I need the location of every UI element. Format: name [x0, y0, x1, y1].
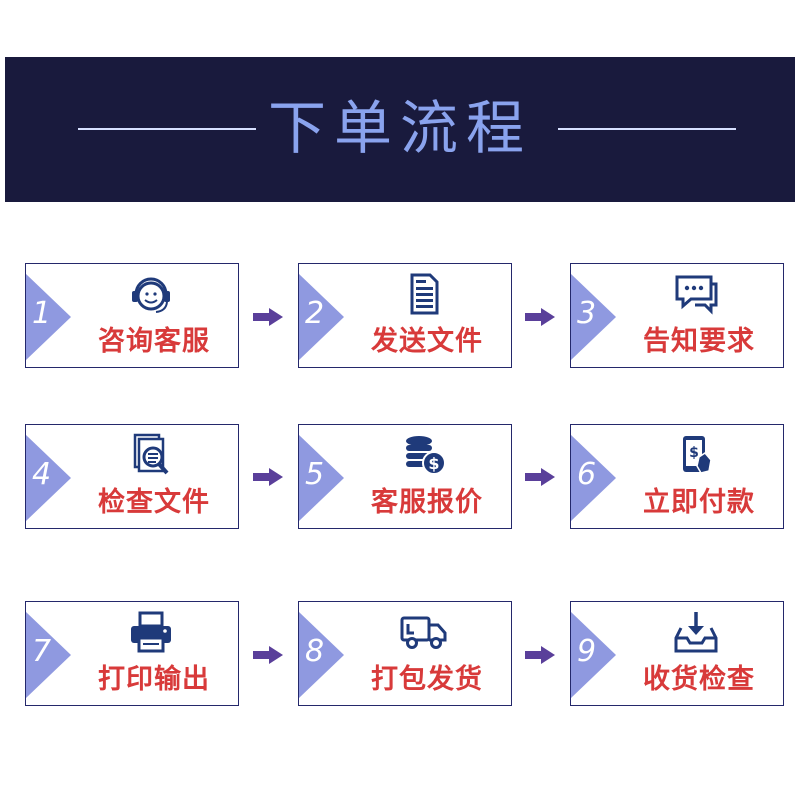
step-number: 4: [32, 457, 52, 492]
arrow-right-icon: [253, 646, 283, 664]
step-card-2: 2 发送文件: [298, 263, 512, 368]
step-number-badge: [571, 435, 616, 521]
printer-icon: [131, 611, 171, 653]
step-label: 检查文件: [98, 487, 210, 518]
step-number-badge: [299, 612, 344, 698]
arrow-right-icon: [253, 468, 283, 486]
step-card-1: 1 咨询客服: [25, 263, 239, 368]
arrow-right-icon: [525, 468, 555, 486]
step-card-7: 7 打印输出: [25, 601, 239, 706]
step-label: 收货检查: [643, 664, 755, 695]
step-card-9: 9 收货检查: [570, 601, 784, 706]
step-number-badge: [571, 274, 616, 360]
svg-text:$: $: [689, 445, 699, 461]
step-number: 9: [577, 634, 597, 669]
step-number: 5: [305, 457, 325, 492]
step-label: 告知要求: [643, 326, 755, 357]
step-card-4: 4 检查文件: [25, 424, 239, 529]
step-number: 6: [577, 457, 597, 492]
step-card-6: 6 $ 立即付款: [570, 424, 784, 529]
step-label: 打印输出: [98, 664, 210, 695]
coins-dollar-icon: $: [406, 436, 446, 475]
step-number-badge: [26, 435, 71, 521]
chat-bubbles-icon: [675, 275, 718, 315]
step-card-3: 3 告知要求: [570, 263, 784, 368]
step-number-badge: [26, 274, 71, 360]
banner-divider-left: [78, 128, 256, 130]
arrow-right-icon: [525, 308, 555, 326]
document-search-icon: [133, 433, 169, 475]
step-label: 客服报价: [371, 487, 483, 518]
truck-icon: [400, 616, 447, 649]
banner-divider-right: [558, 128, 736, 130]
step-card-8: 8 打包发货: [298, 601, 512, 706]
page-title: 下单流程: [267, 94, 532, 162]
document-icon: [410, 273, 439, 315]
step-number: 7: [32, 634, 52, 669]
step-number: 8: [305, 634, 325, 669]
step-number-badge: [26, 612, 71, 698]
inbox-tray-icon: [674, 612, 718, 653]
step-number: 3: [577, 296, 597, 331]
step-number-badge: [299, 435, 344, 521]
step-label: 立即付款: [643, 487, 755, 518]
step-number-badge: [571, 612, 616, 698]
phone-pay-icon: $: [683, 436, 712, 474]
arrow-right-icon: [525, 646, 555, 664]
step-label: 发送文件: [371, 326, 483, 357]
step-label: 咨询客服: [98, 326, 210, 357]
arrow-right-icon: [253, 308, 283, 326]
step-number-badge: [299, 274, 344, 360]
svg-text:$: $: [428, 454, 439, 473]
header-banner: 下单流程: [5, 57, 795, 202]
step-number: 1: [32, 296, 52, 331]
headset-icon: [132, 277, 170, 313]
step-number: 2: [305, 296, 325, 331]
step-card-5: 5 $ 客服报价: [298, 424, 512, 529]
step-label: 打包发货: [371, 664, 483, 695]
